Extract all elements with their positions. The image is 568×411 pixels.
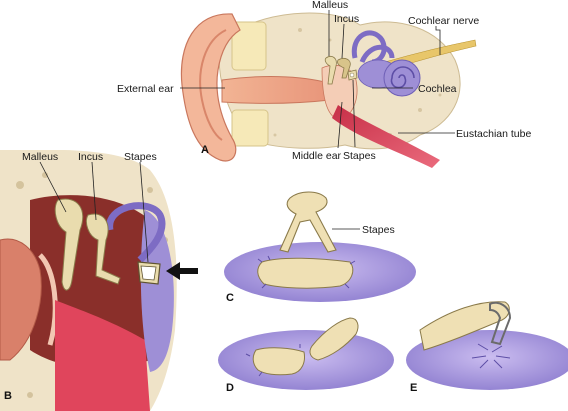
cartilage-upper: [231, 21, 267, 71]
panel-label-a: A: [201, 144, 209, 156]
ear-canal-b: [0, 238, 42, 361]
cochlea-shape: [383, 59, 421, 97]
oval-window-disc-d: [218, 330, 394, 390]
arrow-icon: [166, 262, 198, 280]
semicircular-canal: [351, 30, 387, 65]
label-incus-b: Incus: [78, 151, 103, 163]
ear-canal: [221, 76, 331, 104]
wire-loop: [489, 301, 512, 346]
label-stapes-a: Stapes: [343, 150, 376, 162]
footplate-fragment-d: [309, 317, 359, 361]
panel-c-illustration: [224, 191, 416, 302]
footplate-remnant-d: [252, 347, 305, 376]
eustachian-tube: [332, 105, 440, 168]
tympanic-membrane: [38, 253, 58, 346]
label-external-ear: External ear: [117, 83, 174, 95]
panel-a-illustration: [180, 12, 477, 168]
label-middle-ear: Middle ear: [292, 150, 342, 162]
incus-b: [85, 213, 121, 285]
panel-label-e: E: [410, 382, 417, 394]
panel-a-leaders: [180, 10, 455, 149]
footplate-c: [257, 257, 354, 289]
label-malleus-a: Malleus: [312, 0, 348, 11]
panel-d-illustration: [218, 317, 394, 390]
panel-b-illustration: [0, 150, 177, 411]
panel-b-leaders: [39, 161, 149, 263]
cartilage-lower: [231, 109, 269, 147]
stapes-c: [279, 191, 337, 253]
label-cochlea: Cochlea: [418, 83, 457, 95]
panel-label-d: D: [226, 382, 234, 394]
panel-b-labels: Malleus Incus Stapes B: [4, 151, 157, 402]
label-stapes-b: Stapes: [124, 151, 157, 163]
malleus-a: [324, 56, 337, 85]
label-stapes-c: Stapes: [362, 224, 395, 236]
label-eustachian-tube: Eustachian tube: [456, 128, 531, 140]
panel-label-c: C: [226, 292, 234, 304]
label-malleus-b: Malleus: [22, 151, 58, 163]
malleus-b: [54, 198, 84, 291]
incus-a: [337, 58, 351, 79]
label-cochlear-nerve: Cochlear nerve: [408, 15, 479, 27]
oval-window-disc-e: [406, 330, 568, 390]
label-incus-a: Incus: [334, 13, 359, 25]
panel-c-labels: Stapes C: [226, 224, 395, 304]
panel-a-labels: Malleus Incus Cochlear nerve External ea…: [117, 0, 531, 162]
panel-e-illustration: [406, 301, 568, 390]
panel-label-b: B: [4, 390, 12, 402]
auricle: [180, 13, 241, 162]
